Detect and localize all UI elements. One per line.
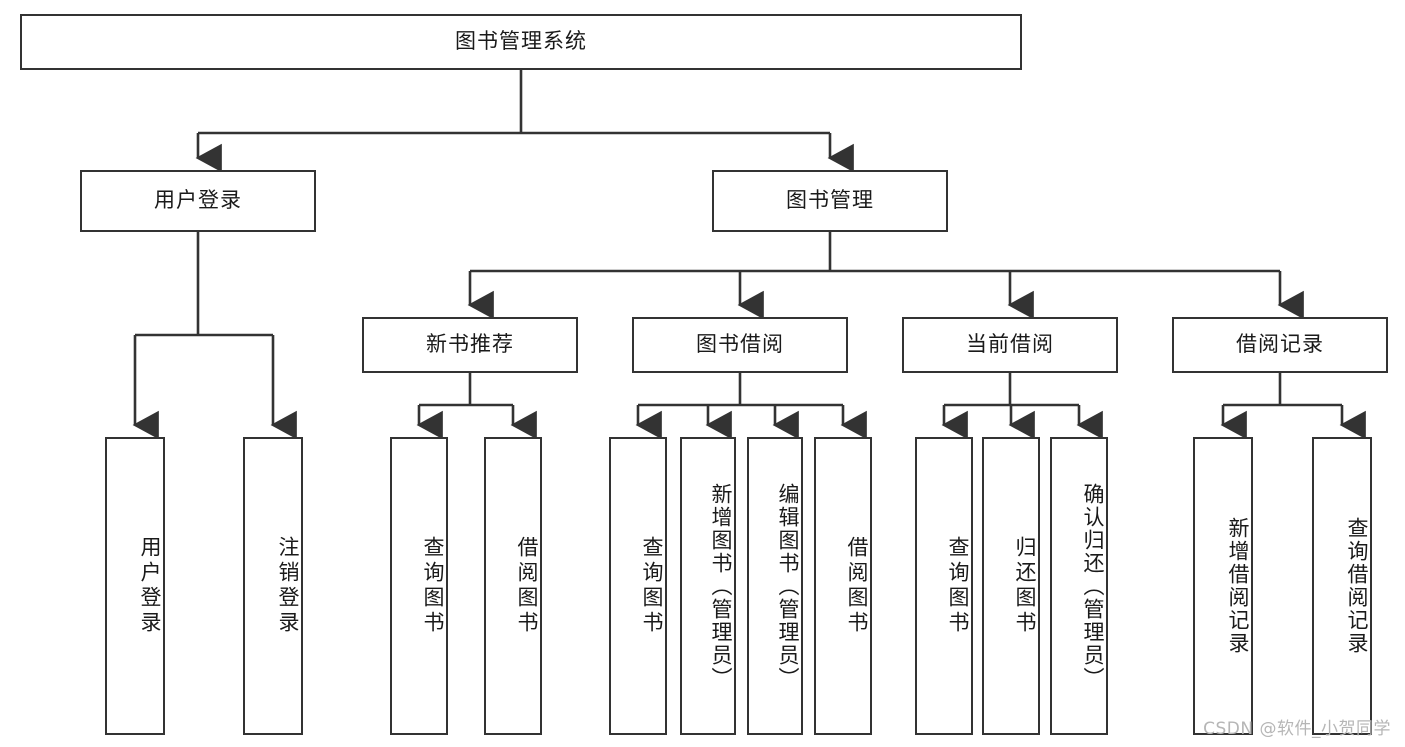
node-borrow-record[interactable]: 借阅记录 [1172,317,1388,373]
node-leaf-confirm-return-admin-label: 确认归还（管理员） [1081,482,1105,690]
node-leaf-user-login[interactable]: 用户登录 [105,437,165,735]
node-root[interactable]: 图书管理系统 [20,14,1022,70]
node-leaf-query-book-current[interactable]: 查询图书 [915,437,973,735]
node-leaf-return-book[interactable]: 归还图书 [982,437,1040,735]
node-leaf-query-borrow-record-label: 查询借阅记录 [1345,517,1369,655]
node-leaf-add-book-admin[interactable]: 新增图书（管理员） [680,437,736,735]
node-root-label: 图书管理系统 [455,29,587,54]
node-leaf-confirm-return-admin[interactable]: 确认归还（管理员） [1050,437,1108,735]
csdn-watermark: CSDN @软件_小贺同学 [1203,719,1391,739]
node-book-manage[interactable]: 图书管理 [712,170,948,232]
node-leaf-query-book-recommend-label: 查询图书 [421,536,445,636]
node-current-borrow[interactable]: 当前借阅 [902,317,1118,373]
node-current-borrow-label: 当前借阅 [966,332,1054,357]
node-leaf-add-borrow-record-label: 新增借阅记录 [1226,517,1250,655]
node-leaf-borrow-book-recommend[interactable]: 借阅图书 [484,437,542,735]
node-leaf-query-book-borrow-label: 查询图书 [640,536,664,636]
node-book-borrow-label: 图书借阅 [696,332,784,357]
node-leaf-user-logout[interactable]: 注销登录 [243,437,303,735]
node-new-book-recommend-label: 新书推荐 [426,332,514,357]
node-leaf-borrow-book-borrow[interactable]: 借阅图书 [814,437,872,735]
node-leaf-add-book-admin-label: 新增图书（管理员） [709,482,733,690]
node-book-manage-label: 图书管理 [786,188,874,213]
node-leaf-edit-book-admin[interactable]: 编辑图书（管理员） [747,437,803,735]
node-leaf-user-login-label: 用户登录 [138,536,162,636]
node-leaf-user-logout-label: 注销登录 [276,536,300,636]
node-user-login-label: 用户登录 [154,188,242,213]
node-leaf-borrow-book-recommend-label: 借阅图书 [515,536,539,636]
node-book-borrow[interactable]: 图书借阅 [632,317,848,373]
node-leaf-query-book-current-label: 查询图书 [946,536,970,636]
node-leaf-query-borrow-record[interactable]: 查询借阅记录 [1312,437,1372,735]
node-leaf-query-book-borrow[interactable]: 查询图书 [609,437,667,735]
node-leaf-borrow-book-borrow-label: 借阅图书 [845,536,869,636]
node-new-book-recommend[interactable]: 新书推荐 [362,317,578,373]
node-leaf-query-book-recommend[interactable]: 查询图书 [390,437,448,735]
node-borrow-record-label: 借阅记录 [1236,332,1324,357]
node-leaf-add-borrow-record[interactable]: 新增借阅记录 [1193,437,1253,735]
node-leaf-return-book-label: 归还图书 [1013,536,1037,636]
node-leaf-edit-book-admin-label: 编辑图书（管理员） [776,482,800,690]
node-user-login[interactable]: 用户登录 [80,170,316,232]
